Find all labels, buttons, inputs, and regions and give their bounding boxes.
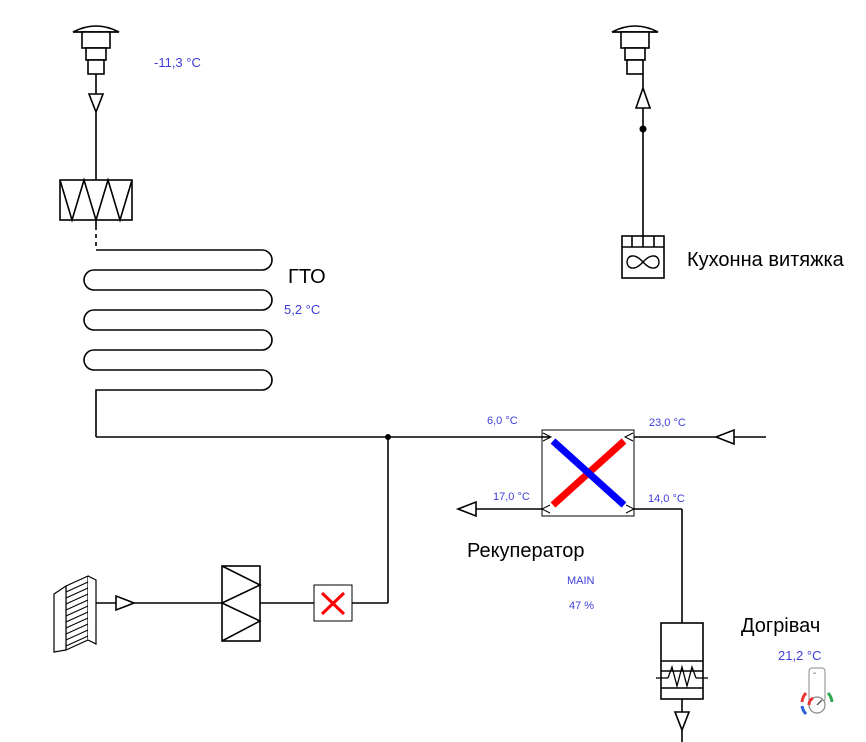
- gto-temp-value: 5,2 °C: [284, 302, 321, 317]
- bypass-flow-arrow-icon: [115, 594, 137, 612]
- outdoor-intake-hood: [72, 25, 120, 94]
- thermostat-icon[interactable]: [800, 667, 834, 716]
- bypass-grille[interactable]: [53, 575, 97, 653]
- afterheater-unit[interactable]: [656, 622, 708, 700]
- recuperator-extract-in-temp: 23,0 °C: [649, 417, 686, 429]
- extract-flow-arrow-icon: [713, 428, 735, 446]
- gto-label: ГТО: [288, 266, 326, 288]
- exhaust-flow-arrow-icon: [455, 500, 477, 518]
- recuperator-exhaust-out-temp: 17,0 °C: [493, 491, 530, 503]
- outdoor-temp-value: -11,3 °C: [154, 55, 201, 70]
- afterheater-temp-value: 21,2 °C: [778, 648, 822, 663]
- supply-flow-arrow-icon: [673, 711, 691, 733]
- recuperator-unit[interactable]: [541, 429, 635, 517]
- recuperator-level: 47 %: [569, 600, 595, 612]
- intake-filter: [59, 177, 133, 223]
- recuperator-mode: MAIN: [567, 575, 595, 587]
- kitchen-flow-arrow-icon: [634, 85, 652, 109]
- gto-coil: [83, 249, 273, 437]
- intake-flow-arrow-icon: [87, 93, 105, 115]
- afterheater-label: Догрівач: [741, 615, 821, 637]
- recuperator-label: Рекуператор: [467, 540, 585, 562]
- recuperator-supply-out-temp: 14,0 °C: [648, 493, 685, 505]
- kitchen-hood-fan[interactable]: [621, 235, 665, 279]
- recuperator-fresh-in-temp: 6,0 °C: [487, 415, 518, 427]
- kitchen-exhaust-hood: [611, 25, 659, 88]
- bypass-damper[interactable]: [313, 584, 353, 622]
- kitchen-hood-label: Кухонна витяжка: [687, 249, 844, 271]
- thermostat-setpoint-mark: -: [813, 668, 817, 679]
- bypass-filter: [220, 565, 262, 642]
